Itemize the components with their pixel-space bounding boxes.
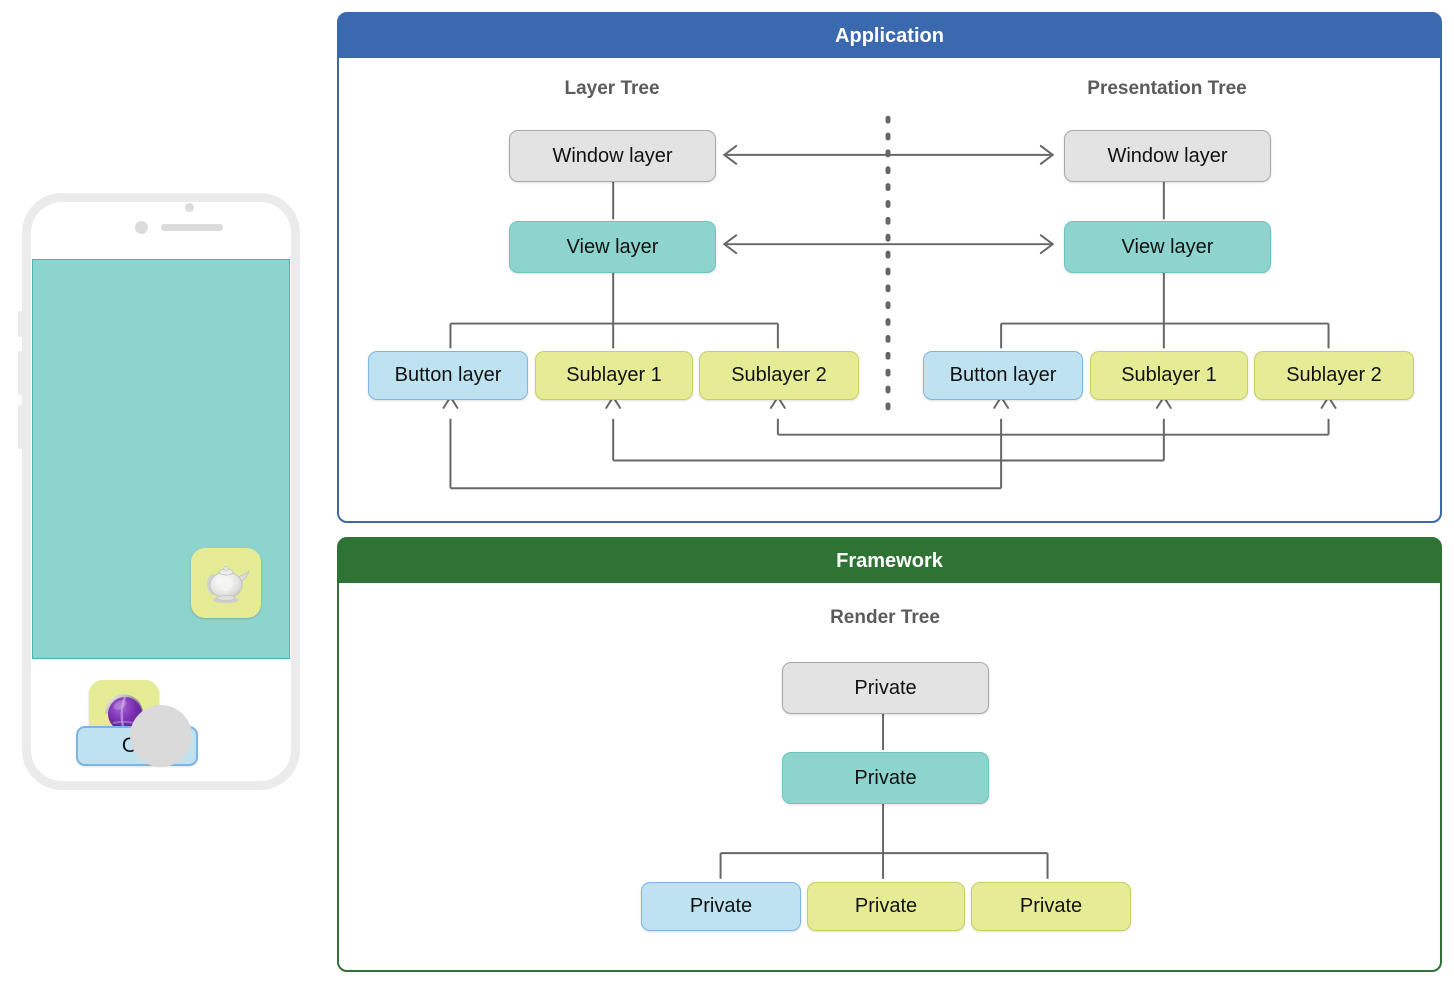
presentation-tree-view-node[interactable]: View layer <box>1064 221 1271 273</box>
teapot-app-icon[interactable] <box>191 548 261 618</box>
phone-camera-icon <box>135 221 148 234</box>
presentation-tree-window-node[interactable]: Window layer <box>1064 130 1271 182</box>
layer-tree-view-node[interactable]: View layer <box>509 221 716 273</box>
render-tree-child-1-node[interactable]: Private <box>641 882 801 931</box>
layer-tree-title: Layer Tree <box>564 78 660 99</box>
phone-volume-up-button[interactable] <box>18 351 24 395</box>
phone-sensor-dot-icon <box>185 203 194 212</box>
phone-silent-switch[interactable] <box>18 311 24 337</box>
application-panel: Application Layer Tree Presentation Tree <box>337 12 1442 523</box>
layer-tree-window-node[interactable]: Window layer <box>509 130 716 182</box>
phone-home-button[interactable] <box>130 705 192 767</box>
framework-panel-title: Framework <box>339 539 1440 583</box>
phone-speaker-icon <box>161 224 223 231</box>
presentation-tree-title: Presentation Tree <box>1087 78 1247 99</box>
layer-tree-button-node[interactable]: Button layer <box>368 351 528 400</box>
teapot-icon <box>206 565 250 604</box>
render-tree-child-3-node[interactable]: Private <box>971 882 1131 931</box>
application-panel-title: Application <box>339 14 1440 58</box>
presentation-tree-sublayer1-node[interactable]: Sublayer 1 <box>1090 351 1248 400</box>
render-tree-root-node[interactable]: Private <box>782 662 989 714</box>
framework-panel: Framework Render Tree Private Private Pr… <box>337 537 1442 972</box>
application-connectors <box>442 115 1337 490</box>
presentation-tree-button-node[interactable]: Button layer <box>923 351 1083 400</box>
presentation-tree-sublayer2-node[interactable]: Sublayer 2 <box>1254 351 1414 400</box>
render-tree-view-node[interactable]: Private <box>782 752 989 804</box>
phone-screen: OK <box>32 259 290 766</box>
layer-tree-sublayer1-node[interactable]: Sublayer 1 <box>535 351 693 400</box>
phone-volume-down-button[interactable] <box>18 405 24 449</box>
layer-tree-sublayer2-node[interactable]: Sublayer 2 <box>699 351 859 400</box>
render-tree-title: Render Tree <box>830 607 940 628</box>
render-tree-child-2-node[interactable]: Private <box>807 882 965 931</box>
phone-mockup: OK <box>18 193 300 790</box>
